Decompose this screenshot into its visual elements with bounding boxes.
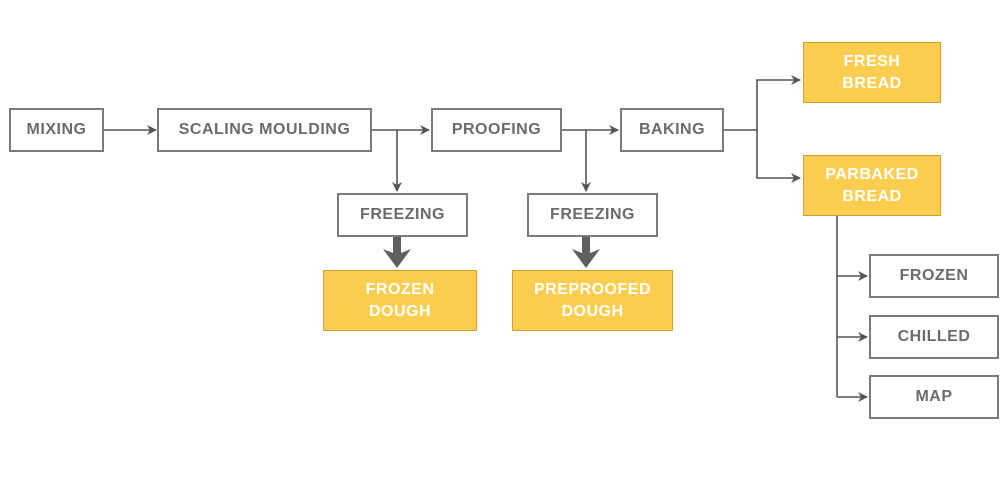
node-freezing-2: FREEZING (527, 193, 658, 237)
node-scaling-moulding: SCALING MOULDING (157, 108, 372, 152)
node-freezing-1: FREEZING (337, 193, 468, 237)
node-frozen-dough: FROZEN DOUGH (323, 270, 477, 331)
node-parbaked-bread-label: PARBAKED BREAD (825, 165, 919, 205)
heavy-arrow-to-frozen-dough (383, 237, 411, 268)
node-freezing-2-label: FREEZING (550, 206, 635, 223)
node-map: MAP (869, 375, 999, 419)
node-fresh-bread: FRESH BREAD (803, 42, 941, 103)
arrow-to-fresh-bread (724, 75, 801, 131)
node-mixing-label: MIXING (26, 121, 87, 138)
node-freezing-1-label: FREEZING (360, 206, 445, 223)
node-frozen: FROZEN (869, 254, 999, 298)
node-preproofed-dough-label: PREPROOFED DOUGH (533, 280, 651, 320)
node-frozen-label: FROZEN (899, 267, 969, 284)
heavy-arrow-to-preproofed-dough (572, 237, 600, 268)
node-baking-label: BAKING (638, 121, 706, 138)
arrow-to-parbaked-bread (756, 130, 801, 183)
node-parbaked-bread: PARBAKED BREAD (803, 155, 941, 216)
node-preproofed-dough: PREPROOFED DOUGH (512, 270, 673, 331)
node-proofing-label: PROOFING (451, 121, 542, 138)
node-baking: BAKING (620, 108, 724, 152)
node-chilled-label: CHILLED (897, 328, 971, 345)
node-frozen-dough-label: FROZEN DOUGH (365, 280, 435, 320)
node-chilled: CHILLED (869, 315, 999, 359)
node-scaling-moulding-label: SCALING MOULDING (178, 121, 351, 138)
node-fresh-bread-label: FRESH BREAD (842, 52, 902, 92)
node-map-label: MAP (915, 388, 953, 405)
node-mixing: MIXING (9, 108, 104, 152)
node-proofing: PROOFING (431, 108, 562, 152)
